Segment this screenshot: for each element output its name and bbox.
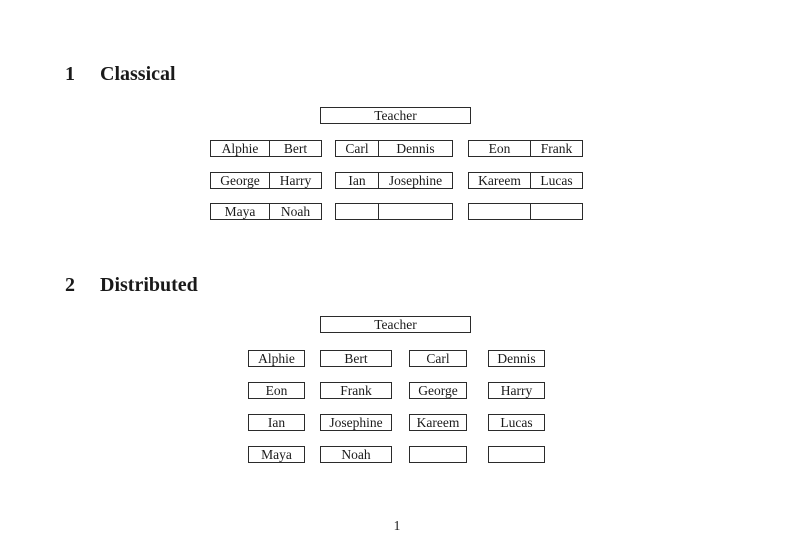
seat-box: Alphie xyxy=(248,350,305,367)
seat-empty xyxy=(336,204,378,219)
section-2-title: Distributed xyxy=(100,274,198,296)
desk-pair: Maya Noah xyxy=(210,203,322,220)
teacher-box-distributed: Teacher xyxy=(320,316,471,333)
seat: Frank xyxy=(530,141,582,156)
seat-empty xyxy=(469,204,530,219)
seat: George xyxy=(220,173,260,188)
seat: Maya xyxy=(224,204,256,219)
seat-box: Carl xyxy=(409,350,467,367)
page-number: 1 xyxy=(393,518,401,533)
seat-box: Kareem xyxy=(409,414,467,431)
seat-box-empty xyxy=(409,446,467,463)
section-1-title: Classical xyxy=(100,63,176,85)
seat: Dennis xyxy=(378,141,452,156)
seat-box: George xyxy=(409,382,467,399)
section-2-number: 2 xyxy=(65,274,75,296)
seat-box: Eon xyxy=(248,382,305,399)
desk-pair: Ian Josephine xyxy=(335,172,453,189)
seat-box: Noah xyxy=(320,446,392,463)
seat-box: Josephine xyxy=(320,414,392,431)
seat: Noah xyxy=(269,204,321,219)
desk-pair: Alphie Bert xyxy=(210,140,322,157)
seat-box: Harry xyxy=(488,382,545,399)
seat-box: Bert xyxy=(320,350,392,367)
seat-empty xyxy=(378,204,452,219)
seat-empty xyxy=(530,204,582,219)
seat-box: Frank xyxy=(320,382,392,399)
seat: Eon xyxy=(488,141,511,156)
desk-pair: Kareem Lucas xyxy=(468,172,583,189)
seat-box: Maya xyxy=(248,446,305,463)
desk-pair-empty xyxy=(468,203,583,220)
seat: Ian xyxy=(348,173,366,188)
desk-pair: George Harry xyxy=(210,172,322,189)
desk-pair: Carl Dennis xyxy=(335,140,453,157)
seat: Carl xyxy=(345,141,369,156)
seat-box: Dennis xyxy=(488,350,545,367)
seat: Bert xyxy=(269,141,321,156)
seat: Harry xyxy=(269,173,321,188)
desk-pair-empty xyxy=(335,203,453,220)
desk-pair: Eon Frank xyxy=(468,140,583,157)
seat-box-empty xyxy=(488,446,545,463)
seat: Alphie xyxy=(221,141,259,156)
seat: Kareem xyxy=(478,173,521,188)
seat-box: Ian xyxy=(248,414,305,431)
seat: Josephine xyxy=(378,173,452,188)
section-1-number: 1 xyxy=(65,63,75,85)
teacher-box-classical: Teacher xyxy=(320,107,471,124)
seat: Lucas xyxy=(530,173,582,188)
seat-box: Lucas xyxy=(488,414,545,431)
